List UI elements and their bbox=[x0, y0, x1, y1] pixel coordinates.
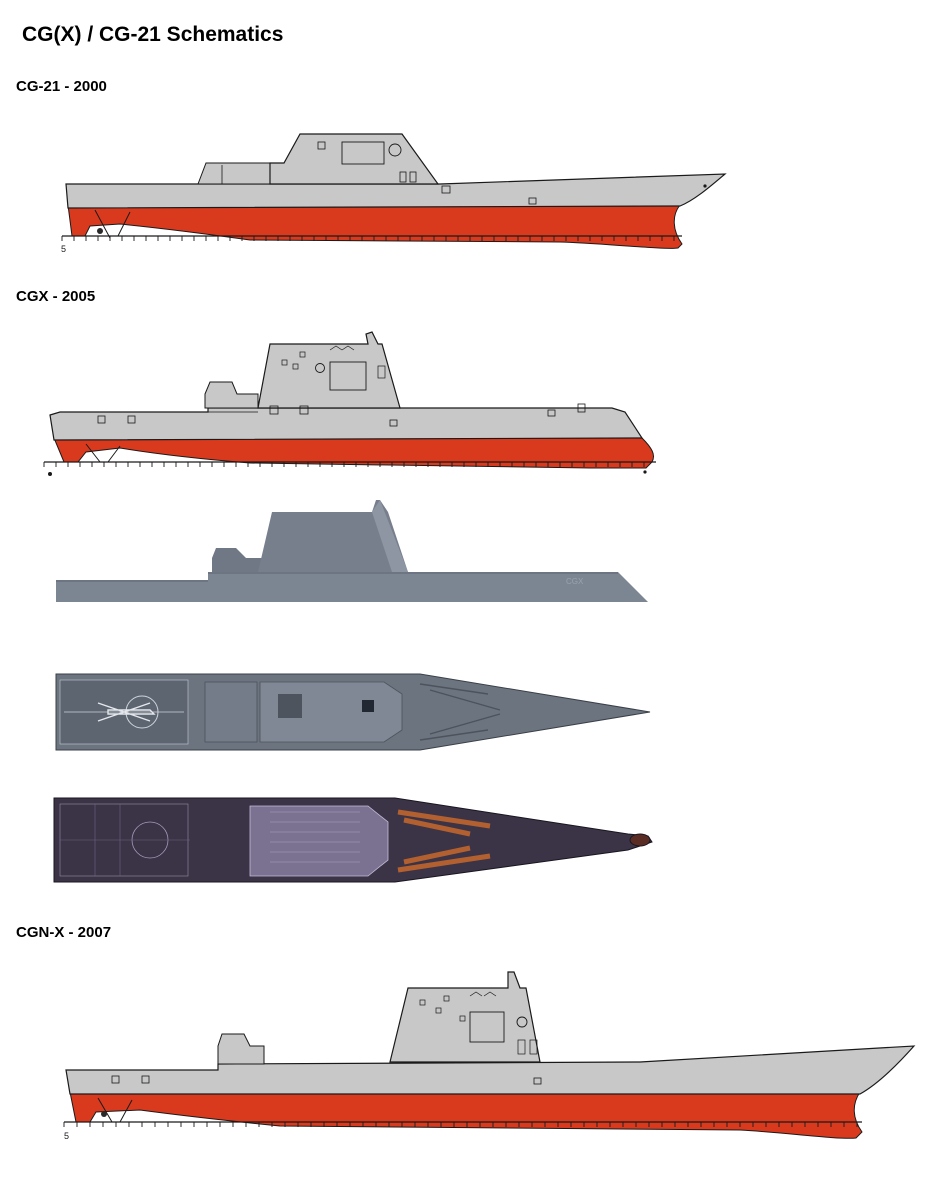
cg21-frame-ticks bbox=[61, 236, 675, 241]
cgx-render-hangar bbox=[212, 548, 262, 572]
cg21-upper-hull bbox=[65, 173, 727, 209]
cgx-bow-sonar bbox=[629, 833, 651, 847]
cgx-deck-plan-view bbox=[55, 673, 651, 751]
cgx-frame-ticks bbox=[43, 462, 645, 467]
page-title: CG(X) / CG-21 Schematics bbox=[22, 23, 284, 46]
cgx-hangar bbox=[204, 381, 259, 409]
cgnx-hangar bbox=[217, 1033, 265, 1065]
cg21-lower-hull bbox=[67, 204, 683, 249]
section-label-cg21: CG-21 - 2000 bbox=[16, 78, 107, 95]
cgx-structural-plan-view bbox=[53, 797, 653, 883]
cg21-profile-drawing: 5 bbox=[61, 133, 727, 254]
cg21-frame-number: 5 bbox=[61, 244, 66, 254]
cgnx-upper-hull bbox=[65, 1045, 916, 1095]
cg21-hangar bbox=[197, 162, 279, 185]
cgx-structural-deckhouse bbox=[249, 805, 389, 877]
section-label-cgx: CGX - 2005 bbox=[16, 288, 96, 305]
cgnx-frame-number: 5 bbox=[64, 1131, 69, 1141]
cgx-render-deckhouse bbox=[258, 500, 408, 572]
cgx-render-hull bbox=[56, 572, 648, 602]
cgx-rendered-side-view: CGX bbox=[56, 500, 648, 602]
helicopter-icon bbox=[97, 702, 156, 722]
cgx-deckhouse bbox=[257, 331, 401, 409]
section-label-cgnx: CGN-X - 2007 bbox=[16, 924, 112, 941]
cgx-profile-drawing bbox=[43, 331, 656, 476]
cgx-hull-marking: CGX bbox=[566, 577, 584, 586]
cgnx-frame-ticks bbox=[63, 1122, 858, 1127]
cgx-plan-vls-forward bbox=[419, 683, 501, 741]
cgnx-profile-drawing: 5 bbox=[63, 971, 916, 1141]
cgx-upper-hull bbox=[49, 407, 644, 441]
cgx-structural-vls bbox=[397, 809, 491, 873]
cgnx-lower-hull bbox=[69, 1091, 863, 1139]
cgx-lower-hull bbox=[53, 437, 655, 469]
